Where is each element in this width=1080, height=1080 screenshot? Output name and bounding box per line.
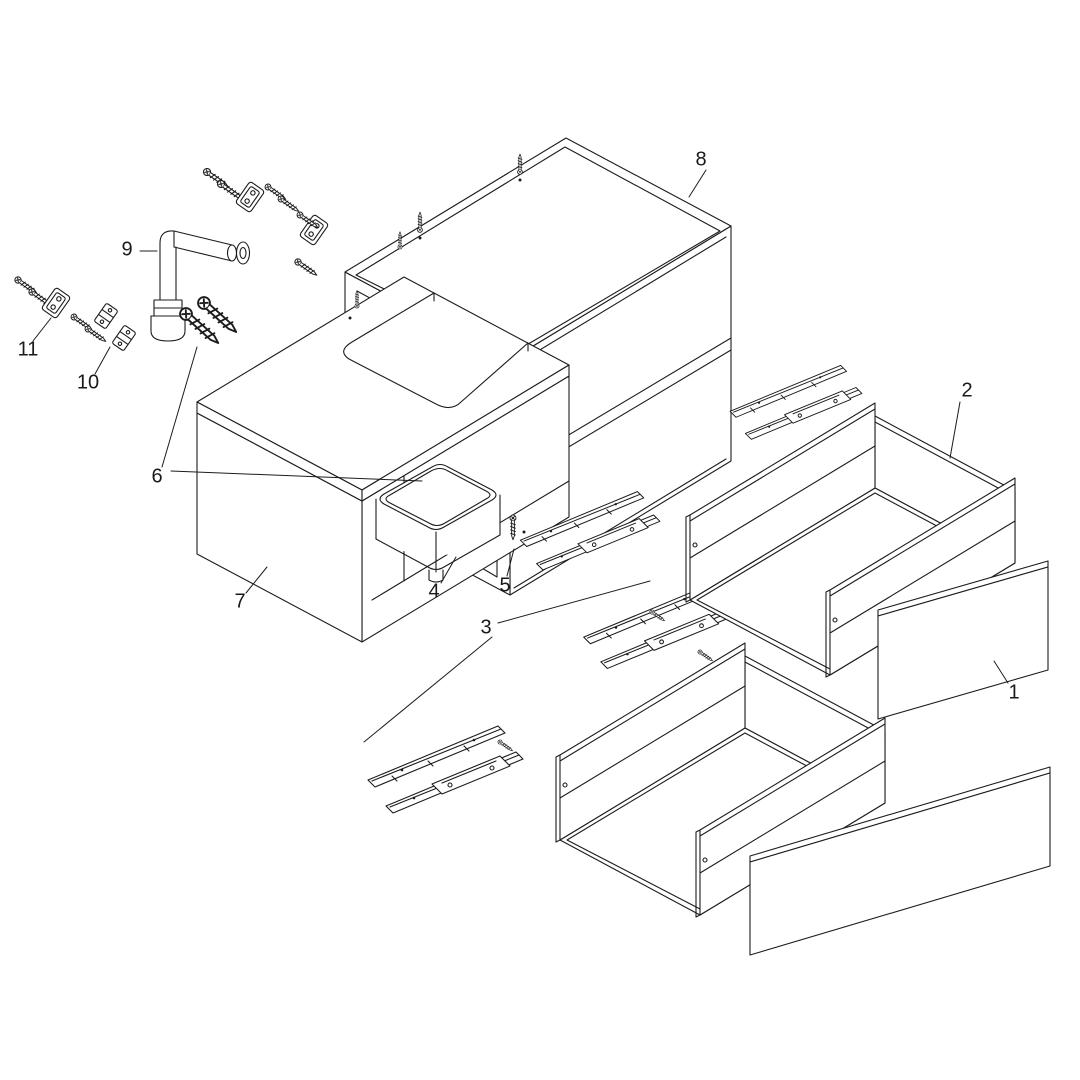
small-screw	[496, 738, 515, 753]
drawer-front-upper	[877, 560, 1049, 720]
leader-3b	[497, 580, 651, 624]
leader-11	[32, 317, 52, 342]
leader-4	[440, 556, 457, 584]
wall-bracket-set-11	[13, 275, 108, 345]
drawer-rail-set-d	[367, 725, 524, 814]
leader-6b	[170, 470, 423, 482]
leader-lines	[32, 169, 1009, 743]
leader-2	[949, 401, 961, 459]
fixing-bracket-set-10	[93, 302, 137, 352]
connection-screws-6	[176, 293, 242, 349]
leader-6a	[161, 346, 198, 468]
siphon	[150, 230, 251, 342]
part-label-3: 3	[480, 616, 492, 639]
drawer-front-lower	[749, 766, 1051, 956]
leader-7	[245, 566, 268, 594]
part-label-8: 8	[695, 148, 707, 171]
part-label-2: 2	[961, 379, 973, 402]
drawer-box-upper	[685, 402, 1016, 678]
drawer-box-lower	[555, 642, 886, 918]
leader-5	[506, 548, 515, 577]
part-label-1: 1	[1008, 681, 1020, 704]
part-label-7: 7	[234, 590, 246, 613]
leader-8	[688, 169, 707, 198]
leader-1	[993, 660, 1009, 684]
part-label-4: 4	[428, 580, 440, 603]
fixing-screw-5	[509, 514, 526, 541]
small-screw	[696, 648, 715, 663]
mounting-hardware-top	[201, 166, 330, 279]
part-label-9: 9	[121, 238, 133, 261]
part-label-6: 6	[151, 465, 163, 488]
part-label-11: 11	[17, 338, 39, 361]
leader-3a	[363, 636, 493, 743]
part-label-5: 5	[499, 574, 511, 597]
leader-10	[94, 346, 111, 375]
drawing-lines	[13, 137, 1051, 956]
part-label-10: 10	[76, 371, 100, 394]
